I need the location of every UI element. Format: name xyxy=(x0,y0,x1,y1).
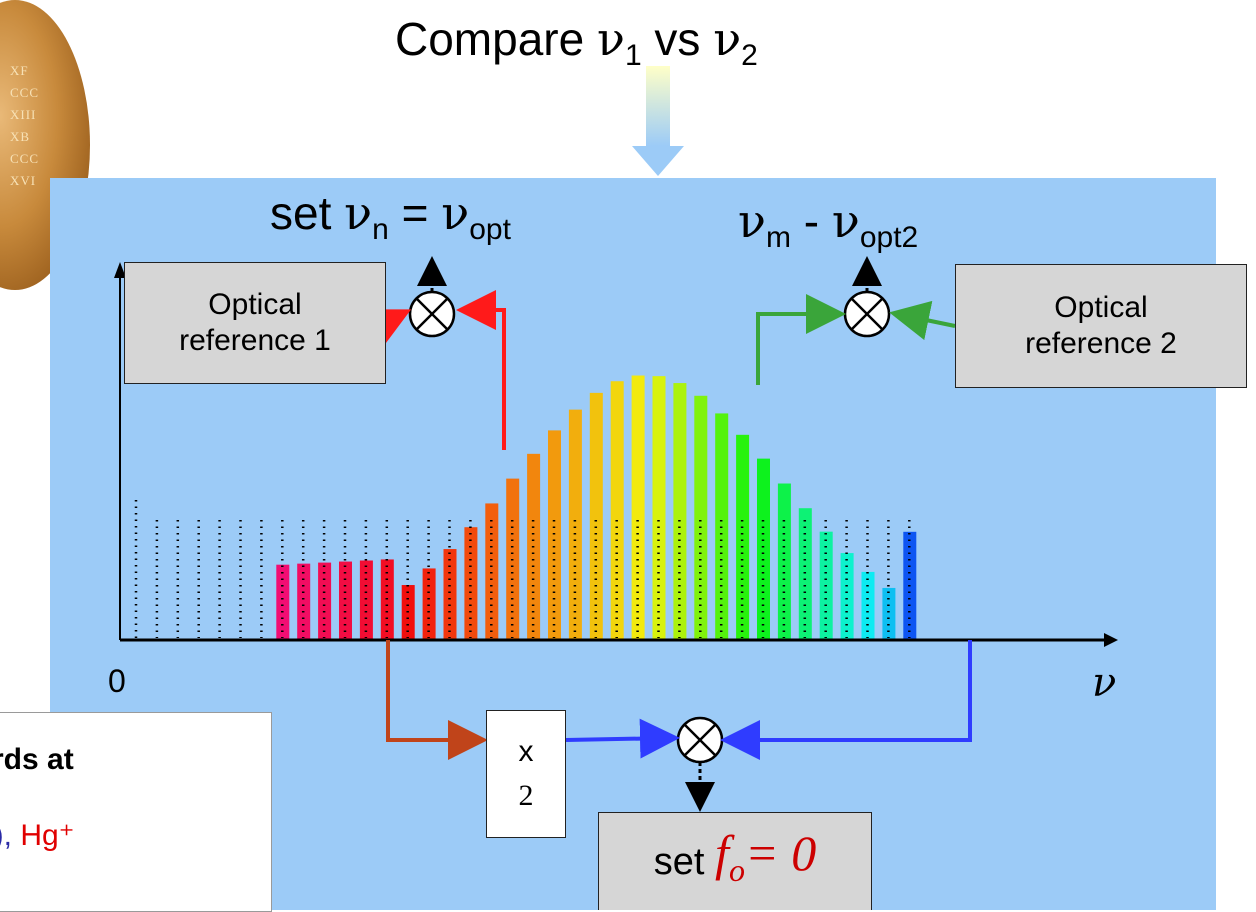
low-tooth-to-doubler-arrow xyxy=(386,640,488,760)
frequency-comb xyxy=(276,375,917,640)
comb-tooth xyxy=(297,563,311,640)
comb-tooth xyxy=(736,434,750,640)
dotted-comb xyxy=(134,500,911,638)
y-axis-arrowhead xyxy=(114,262,126,278)
comb-tooth xyxy=(380,559,394,640)
side-note-box: dards at T Hz), Hg⁺ xyxy=(0,712,272,912)
comb-to-mixer-2-arrow xyxy=(756,294,846,385)
note-line-3a: Hz), xyxy=(0,819,12,852)
comb-tooth xyxy=(339,561,352,640)
mixer-2-icon xyxy=(843,290,891,338)
comb-tooth xyxy=(422,568,436,640)
comb-tooth xyxy=(401,585,415,640)
comb-tooth xyxy=(568,409,582,640)
comb-tooth xyxy=(610,381,624,640)
comb-tooth xyxy=(464,527,478,640)
comb-tooth xyxy=(652,376,666,640)
comb-tooth xyxy=(694,395,708,640)
high-tooth-to-mixer-3-arrow xyxy=(720,640,972,760)
comb-tooth xyxy=(757,458,770,640)
nu-m-minus-opt2-label: νm - νopt2 xyxy=(738,194,919,255)
comb-tooth xyxy=(840,553,854,640)
comb-tooth xyxy=(485,503,499,640)
comb-tooth xyxy=(443,549,457,640)
comb-tooth xyxy=(882,587,896,640)
comb-tooth xyxy=(589,392,603,640)
mixer-1-icon xyxy=(408,290,456,338)
doubler-to-mixer-3-arrow xyxy=(565,718,680,759)
ref2-to-mixer-arrow xyxy=(889,300,956,341)
note-line-2: T xyxy=(0,779,75,817)
comb-tooth xyxy=(631,375,645,640)
set-f0-box: set fo= 0 xyxy=(598,812,872,910)
comb-tooth xyxy=(548,430,561,640)
x-axis-arrowhead xyxy=(1104,633,1118,647)
note-line-3b: Hg⁺ xyxy=(20,819,75,852)
set-nu-n-label: set νn = νopt xyxy=(270,186,511,247)
comb-tooth xyxy=(318,562,332,640)
axis-nu-label: ν xyxy=(1092,660,1117,706)
ref1-to-mixer-arrow xyxy=(366,309,412,346)
note-line-1: dards at xyxy=(0,743,74,776)
compare-down-arrow xyxy=(632,66,684,176)
comb-tooth xyxy=(777,483,791,640)
comb-tooth xyxy=(359,560,373,640)
comb-tooth xyxy=(673,383,687,640)
comb-tooth xyxy=(798,508,812,640)
mixer-3-icon xyxy=(676,716,724,764)
comb-tooth xyxy=(276,564,290,640)
axis-zero-label: 0 xyxy=(108,663,126,699)
comb-to-mixer-1-arrow xyxy=(456,290,506,450)
diagram-title: Compare ν1 vs ν2 xyxy=(395,12,758,73)
